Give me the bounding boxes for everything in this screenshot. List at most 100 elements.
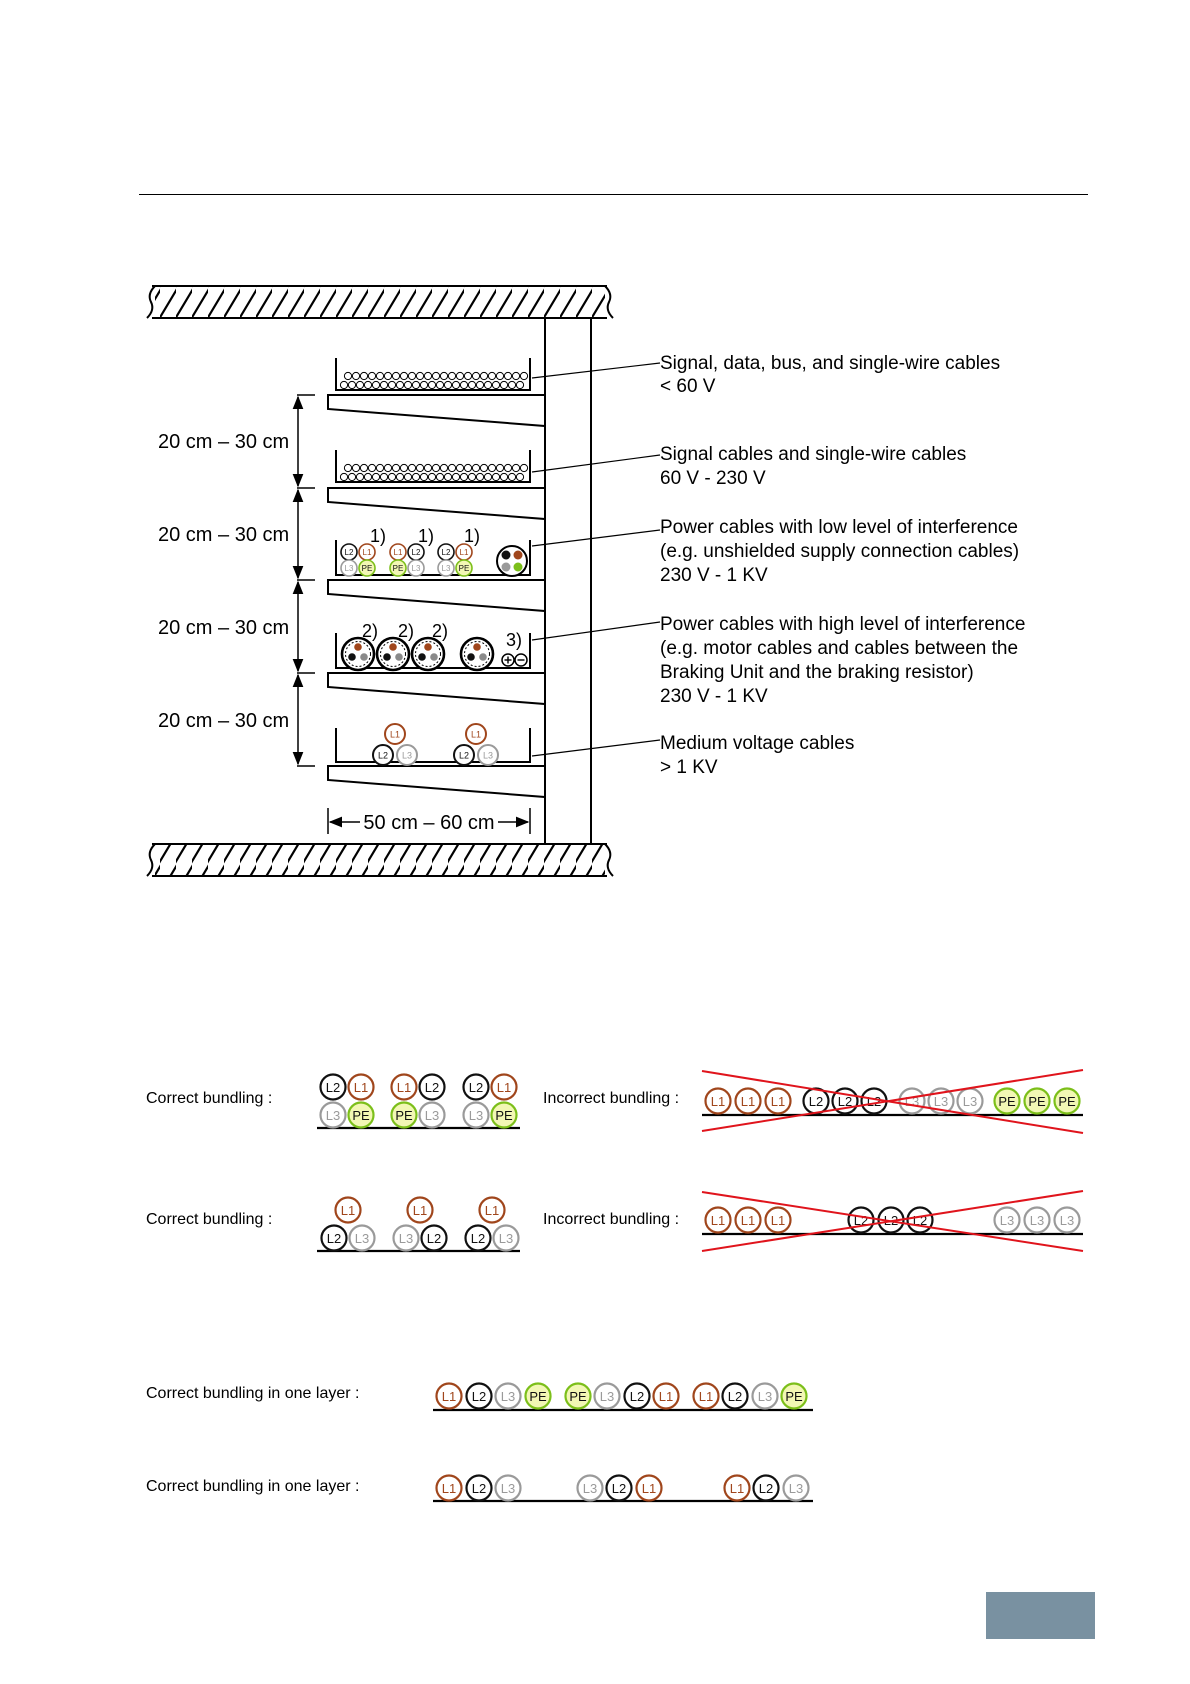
tray-4-label-line: Power cables with high level of interfer… — [660, 614, 1025, 635]
incorrect-bundling-label: Incorrect bundling : — [543, 1211, 679, 1228]
conductor-pe: PE — [524, 1382, 552, 1410]
conductor-l3: L3 — [340, 559, 358, 577]
svg-text:L2: L2 — [442, 548, 451, 557]
svg-text:L1: L1 — [397, 1080, 411, 1095]
signal-wire — [507, 472, 517, 482]
conductor-l1: L1 — [490, 1073, 518, 1101]
signal-wire — [503, 463, 513, 473]
incorrect-cross — [701, 1069, 1084, 1252]
svg-text:L2: L2 — [427, 1231, 441, 1246]
signal-wire — [423, 463, 433, 473]
svg-text:L2: L2 — [759, 1481, 773, 1496]
svg-text:L1: L1 — [659, 1389, 673, 1404]
signal-wire — [375, 371, 385, 381]
conductor-l2: L2 — [340, 543, 358, 561]
signal-wire — [375, 463, 385, 473]
svg-text:L1: L1 — [771, 1213, 785, 1228]
signal-wire — [419, 472, 429, 482]
svg-text:L3: L3 — [499, 1231, 513, 1246]
conductor-l1: L1 — [435, 1474, 463, 1502]
conductor-l3: L3 — [396, 744, 418, 766]
svg-text:L2: L2 — [425, 1080, 439, 1095]
shielded-cable — [410, 636, 446, 672]
svg-text:L1: L1 — [711, 1213, 725, 1228]
conductor-l2: L2 — [465, 1474, 493, 1502]
svg-text:L3: L3 — [1030, 1213, 1044, 1228]
signal-wire — [395, 472, 405, 482]
footnote-1-marker: 1) — [464, 526, 480, 546]
signal-wire — [355, 472, 365, 482]
signal-wire — [355, 380, 365, 390]
svg-text:L3: L3 — [501, 1481, 515, 1496]
shielded-cable — [375, 636, 411, 672]
footnote-markers: 1) 1) 1) 2) 2) 2) 3) — [362, 526, 522, 650]
signal-wire — [423, 371, 433, 381]
svg-text:L2: L2 — [612, 1481, 626, 1496]
signal-wire — [447, 463, 457, 473]
svg-text:L2: L2 — [728, 1389, 742, 1404]
tray-1 — [327, 358, 546, 428]
conductor-l1: L1 — [723, 1474, 751, 1502]
signal-wire — [383, 371, 393, 381]
conductor-l3: L3 — [418, 1101, 446, 1129]
svg-text:Power cables with low level of: Power cables with low level of interfere… — [660, 517, 1019, 586]
tray-1-wires — [339, 371, 529, 390]
svg-text:L2: L2 — [459, 751, 469, 761]
svg-text:L3: L3 — [442, 564, 451, 573]
conductor-l1: L1 — [347, 1073, 375, 1101]
conductor-l2: L2 — [802, 1087, 830, 1115]
conductor-l1: L1 — [764, 1087, 792, 1115]
footnote-2-marker: 2) — [398, 621, 414, 641]
conductor-pe: PE — [455, 559, 473, 577]
signal-wire — [427, 472, 437, 482]
tray-labels: Signal, data, bus, and single-wire cable… — [660, 353, 1025, 778]
signal-wire — [431, 371, 441, 381]
conductor-l1: L1 — [478, 1196, 506, 1224]
conductor-l1: L1 — [704, 1087, 732, 1115]
signal-wire — [351, 371, 361, 381]
signal-wire — [439, 463, 449, 473]
svg-text:L3: L3 — [1000, 1213, 1014, 1228]
footnote-3-marker: 3) — [506, 630, 522, 650]
multicore-cable — [496, 545, 528, 577]
conductor-l3: L3 — [1023, 1206, 1051, 1234]
conductor-l1: L1 — [389, 543, 407, 561]
conductor-l3: L3 — [392, 1224, 420, 1252]
signal-wire — [503, 371, 513, 381]
signal-wire — [487, 371, 497, 381]
conductor-l2: L2 — [605, 1474, 633, 1502]
conductor-pe: PE — [564, 1382, 592, 1410]
svg-text:L1: L1 — [741, 1213, 755, 1228]
conductor-l2: L2 — [319, 1073, 347, 1101]
spacing-label-2: 20 cm – 30 cm — [158, 524, 289, 546]
footnote-2-marker: 2) — [362, 621, 378, 641]
spacing-label-3: 20 cm – 30 cm — [158, 617, 289, 639]
conductor-pe: PE — [993, 1087, 1021, 1115]
bundling-section: Correct bundling : Incorrect bundling : … — [146, 1069, 1084, 1503]
svg-text:L2: L2 — [345, 548, 354, 557]
conductor-l3: L3 — [593, 1382, 621, 1410]
svg-text:L2: L2 — [471, 1231, 485, 1246]
header-rule — [139, 194, 1088, 195]
signal-wire — [475, 380, 485, 390]
signal-wire — [483, 472, 493, 482]
conductor-pe: PE — [1053, 1087, 1081, 1115]
conductor-l1: L1 — [384, 723, 406, 745]
conductor-l3: L3 — [492, 1224, 520, 1252]
conductor-l2: L2 — [462, 1073, 490, 1101]
ceiling — [146, 285, 614, 319]
conductor-l2: L2 — [752, 1474, 780, 1502]
conductor-pe: PE — [358, 559, 376, 577]
signal-wire — [507, 380, 517, 390]
conductor-pe: PE — [490, 1101, 518, 1129]
tray-3-label-line: (e.g. unshielded supply connection cable… — [660, 541, 1019, 562]
svg-text:L1: L1 — [485, 1203, 499, 1218]
signal-wire — [347, 380, 357, 390]
svg-text:L2: L2 — [327, 1231, 341, 1246]
svg-text:PE: PE — [393, 564, 404, 573]
signal-wire — [415, 371, 425, 381]
svg-text:L2: L2 — [326, 1080, 340, 1095]
conductor-l3: L3 — [437, 559, 455, 577]
